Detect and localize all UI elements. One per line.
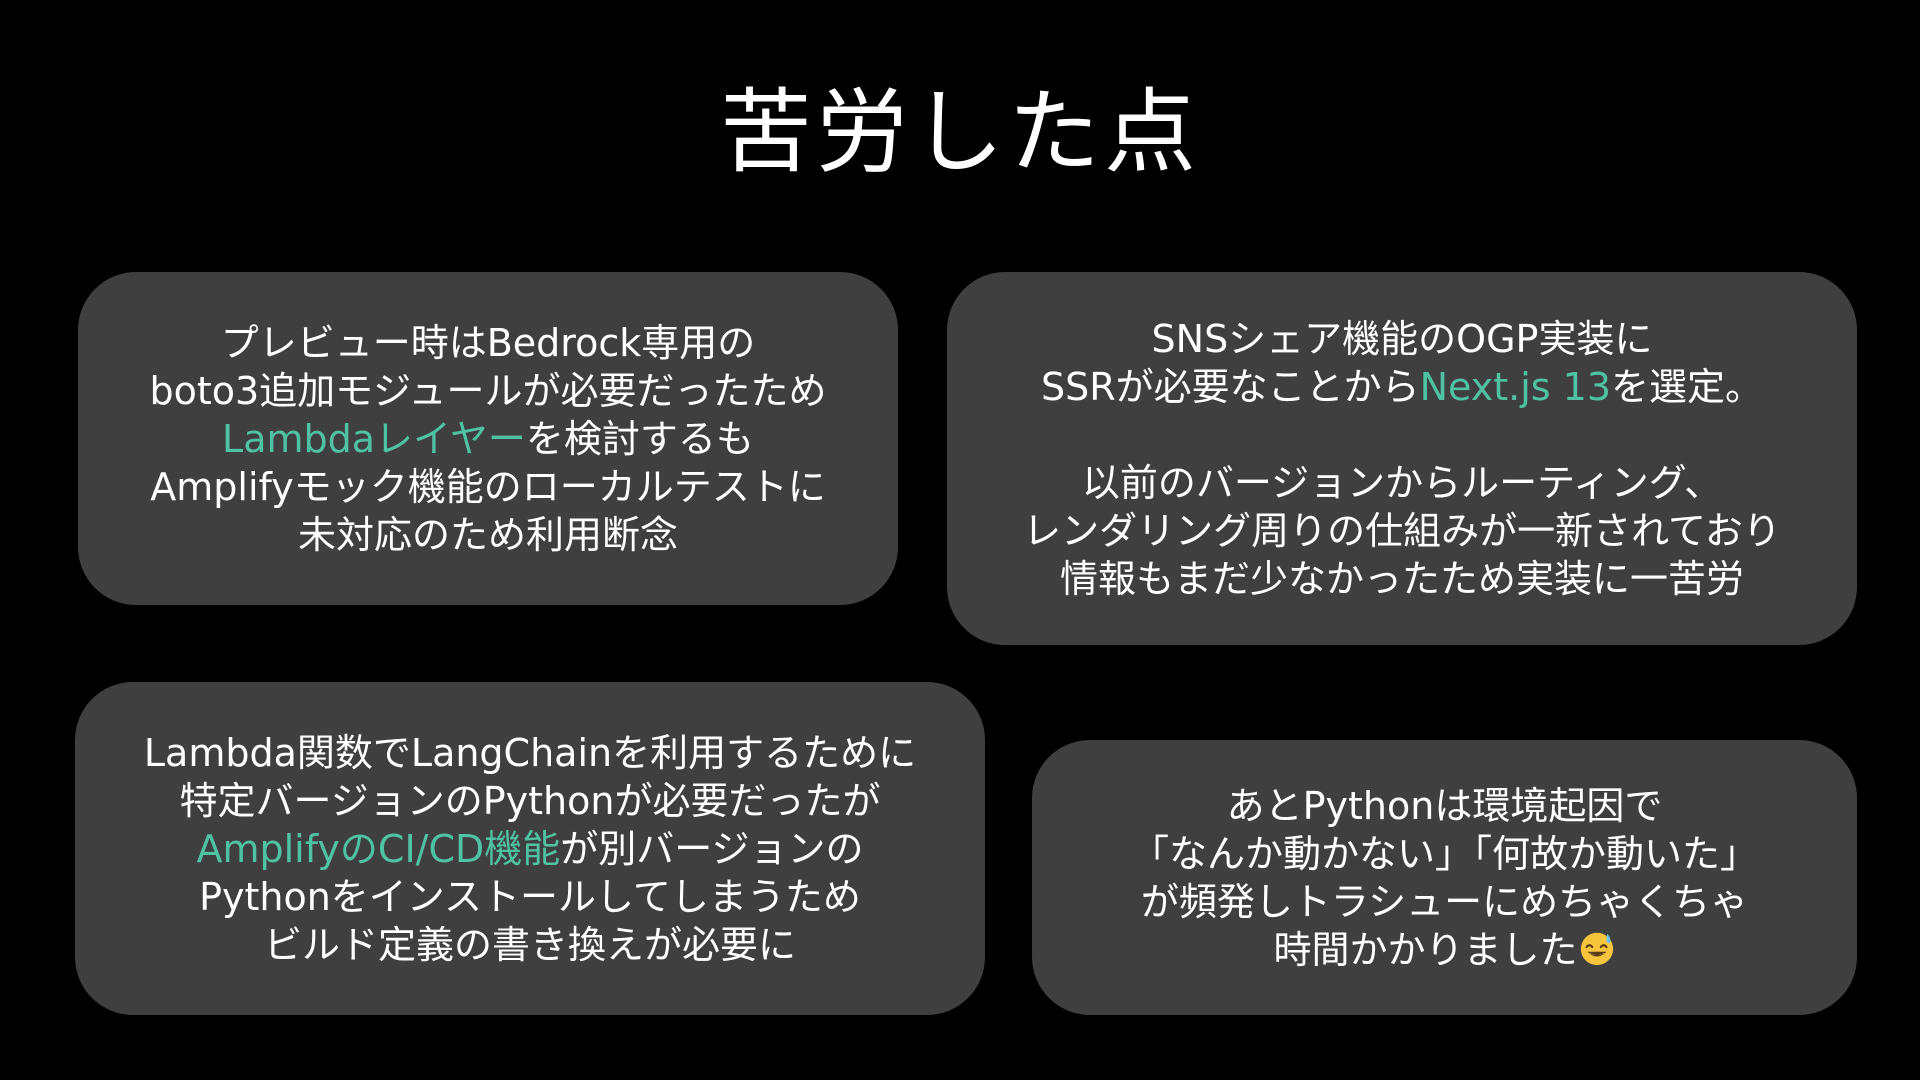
- card4-line-2: 「なんか動かない」「何故か動いた」: [1130, 831, 1758, 876]
- card1-line-3-rest: を検討するも: [525, 416, 754, 461]
- card3-line-4: Pythonをインストールしてしまうため: [199, 874, 861, 919]
- card-bedrock-lambda-layer: プレビュー時はBedrock専用の boto3追加モジュールが必要だったため L…: [78, 272, 898, 605]
- card-langchain-python: Lambda関数でLangChainを利用するために 特定バージョンのPytho…: [75, 682, 985, 1015]
- card1-line-3: Lambdaレイヤーを検討するも: [149, 415, 826, 463]
- spacer: [1023, 411, 1781, 459]
- card3-line-5: ビルド定義の書き換えが必要に: [263, 922, 796, 967]
- card1-line-5: 未対応のため利用断念: [297, 512, 678, 557]
- card4-line-1: あとPythonは環境起因で: [1226, 783, 1663, 828]
- sweat-smile-emoji-icon: [1580, 932, 1613, 965]
- card1-line-4: Amplifyモック機能のローカルテストに: [150, 464, 826, 509]
- highlight-amplify-cicd: AmplifyのCI/CD機能: [196, 826, 561, 871]
- card-text: あとPythonは環境起因で 「なんか動かない」「何故か動いた」 が頻発しトラシ…: [1131, 782, 1758, 974]
- highlight-nextjs: Next.js 13: [1419, 364, 1612, 409]
- card2-line-5: 情報もまだ少なかったため実装に一苦労: [1059, 556, 1744, 601]
- card2-line-2: SSRが必要なことからNext.js 13を選定。: [1023, 363, 1781, 411]
- card3-line-1: Lambda関数でLangChainを利用するために: [143, 730, 917, 775]
- card-text: Lambda関数でLangChainを利用するために 特定バージョンのPytho…: [144, 729, 916, 969]
- card-text: SNSシェア機能のOGP実装に SSRが必要なことからNext.js 13を選定…: [1023, 315, 1781, 603]
- card2-line-4: レンダリング周りの仕組みが一新されており: [1023, 508, 1781, 553]
- card3-line-2: 特定バージョンのPythonが必要だったが: [179, 778, 881, 823]
- card2-line-2-a: SSRが必要なことから: [1040, 364, 1420, 409]
- card-python-troubleshoot: あとPythonは環境起因で 「なんか動かない」「何故か動いた」 が頻発しトラシ…: [1032, 740, 1857, 1015]
- card1-line-1: プレビュー時はBedrock専用の: [220, 320, 756, 365]
- card3-line-3: AmplifyのCI/CD機能が別バージョンの: [144, 825, 916, 873]
- card3-line-3-rest: が別バージョンの: [560, 826, 864, 871]
- highlight-lambda-layer: Lambdaレイヤー: [222, 416, 526, 461]
- card2-line-3: 以前のバージョンからルーティング、: [1081, 460, 1723, 505]
- card2-line-1: SNSシェア機能のOGP実装に: [1151, 316, 1653, 361]
- card4-line-3: が頻発しトラシューにめちゃくちゃ: [1140, 879, 1749, 924]
- card-text: プレビュー時はBedrock専用の boto3追加モジュールが必要だったため L…: [149, 319, 826, 559]
- card4-line-4-text: 時間かかりました: [1273, 927, 1578, 972]
- slide-title: 苦労した点: [719, 79, 1200, 186]
- card1-line-2: boto3追加モジュールが必要だったため: [149, 368, 827, 413]
- card4-line-4: 時間かかりました: [1131, 926, 1758, 974]
- card2-line-2-b: を選定。: [1611, 364, 1764, 409]
- card-ogp-nextjs: SNSシェア機能のOGP実装に SSRが必要なことからNext.js 13を選定…: [947, 272, 1857, 645]
